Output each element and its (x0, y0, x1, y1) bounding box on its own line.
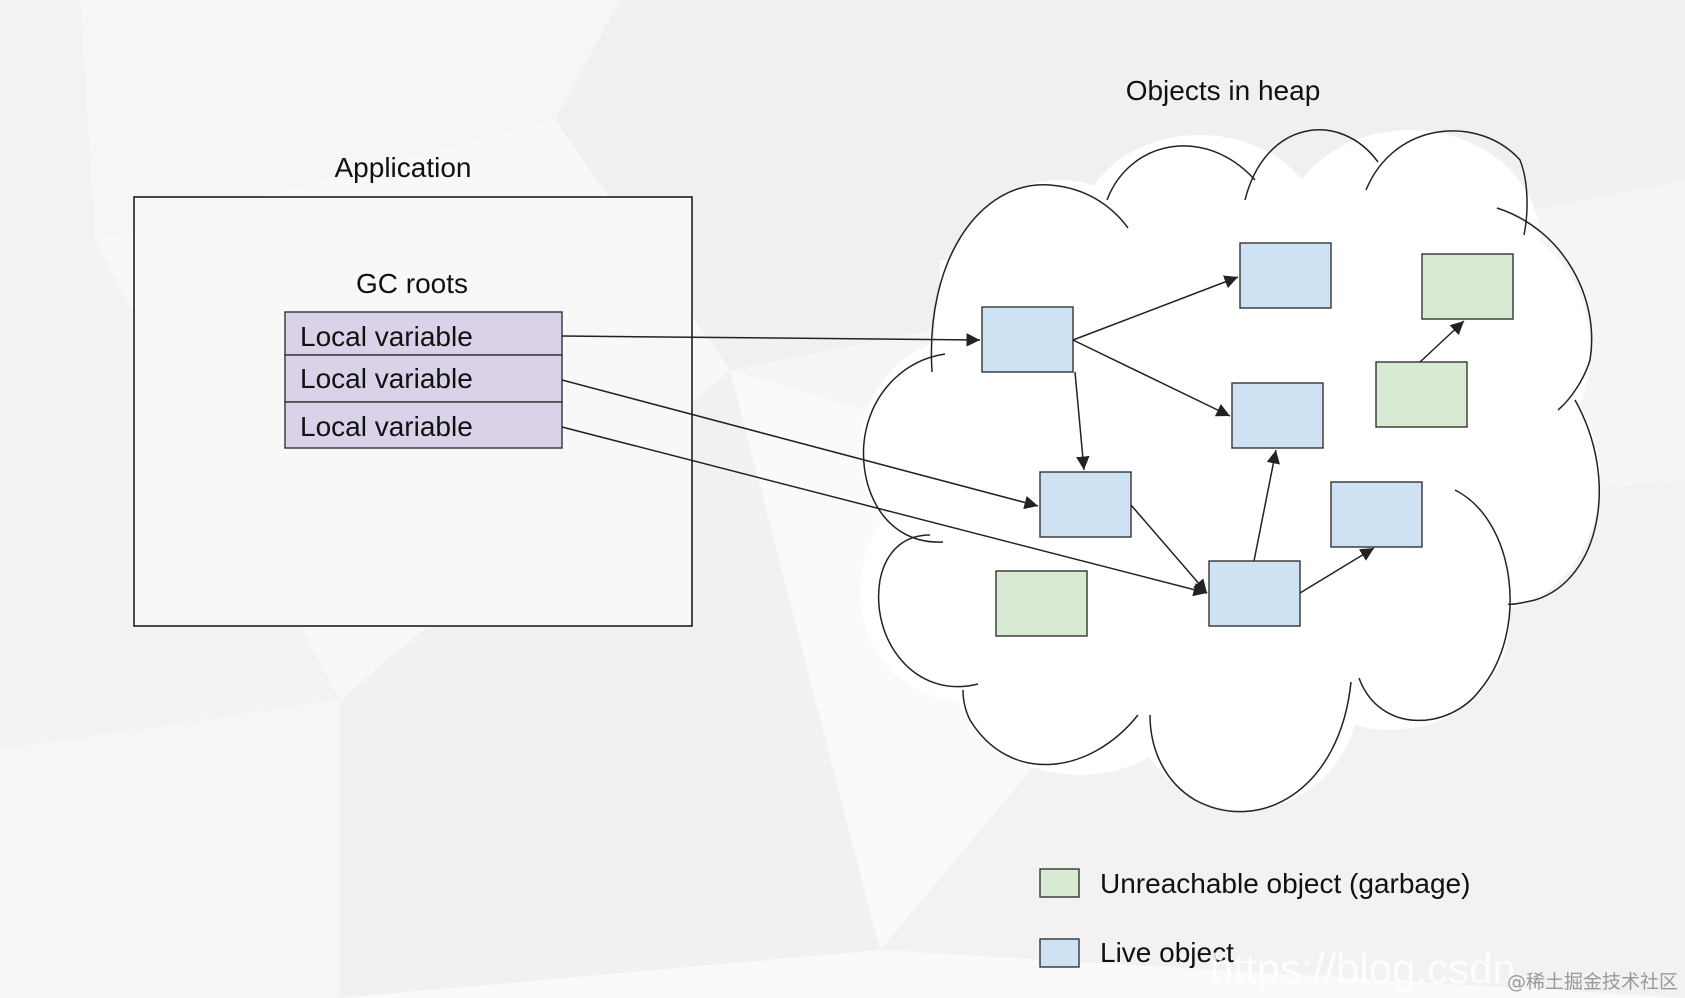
ref-root1-to-d (561, 379, 1039, 510)
live-object-a (981, 306, 1074, 373)
heap-group: Objects in heap (561, 75, 1600, 813)
garbage-object-g1 (1421, 253, 1514, 320)
legend-garbage-label: Unreachable object (garbage) (1100, 868, 1470, 899)
ref-root2-to-e (561, 426, 1208, 597)
watermark-site: @稀土掘金技术社区 (1507, 971, 1678, 993)
gc-roots-title: GC roots (356, 268, 468, 299)
legend-live-swatch (1039, 938, 1080, 968)
garbage-object-g3 (995, 570, 1088, 637)
application-title: Application (335, 152, 472, 183)
live-object-b (1239, 242, 1332, 309)
watermarks: https://blog.csdn. @稀土掘金技术社区 (1210, 945, 1678, 993)
ref-a-to-d (1074, 371, 1090, 471)
ref-d-to-e (1130, 504, 1208, 594)
live-object-d (1039, 471, 1132, 538)
garbage-object-g2 (1375, 361, 1468, 428)
root-variable-2-label: Local variable (300, 411, 473, 442)
legend: Unreachable object (garbage) Live object (1039, 868, 1470, 968)
application-group: Application GC roots Local variable Loca… (133, 152, 693, 627)
root-variable-0-label: Local variable (300, 321, 473, 352)
live-object-e (1208, 560, 1301, 627)
ref-a-to-c (1072, 339, 1231, 417)
root-variable-0 (284, 311, 563, 356)
ref-g2-to-g1 (1419, 320, 1465, 363)
ref-root0-to-a (561, 333, 981, 347)
live-object-c (1231, 382, 1324, 449)
root-variable-1-label: Local variable (300, 363, 473, 394)
live-object-f (1330, 481, 1423, 548)
heap-title: Objects in heap (1126, 75, 1321, 106)
root-variable-2 (284, 401, 563, 449)
watermark-url: https://blog.csdn. (1210, 945, 1528, 992)
legend-live-label: Live object (1100, 937, 1234, 968)
ref-e-to-c (1253, 449, 1280, 562)
ref-a-to-b (1072, 275, 1239, 341)
root-variable-1 (284, 354, 563, 403)
ref-e-to-f (1299, 547, 1375, 594)
legend-garbage-swatch (1039, 868, 1080, 898)
